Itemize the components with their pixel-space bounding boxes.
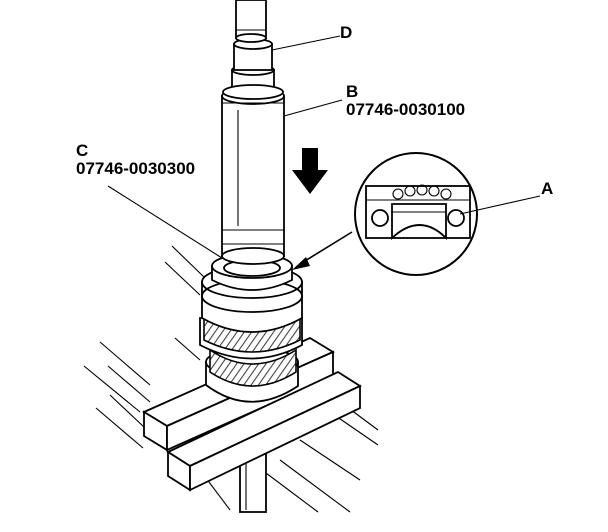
detail-pointer — [292, 231, 353, 270]
leader-d — [271, 35, 341, 51]
installer-tool-b — [221, 87, 285, 265]
label-a-letter: A — [541, 179, 553, 198]
support-block-front — [166, 370, 362, 492]
leader-c — [107, 185, 223, 259]
attachment-d — [233, 0, 273, 71]
leader-lines — [107, 35, 541, 259]
gear-assembly — [199, 253, 303, 403]
label-b-part-number: 07746-0030100 — [346, 100, 465, 119]
press-frame-left — [83, 245, 206, 449]
down-arrow-icon — [292, 148, 328, 194]
label-c-letter: C — [76, 141, 88, 160]
bearing-detail-callout — [354, 152, 478, 276]
leader-b — [283, 99, 343, 117]
leader-a — [459, 195, 541, 215]
label-b-letter: B — [346, 82, 358, 101]
label-c-part-number: 07746-0030300 — [76, 159, 195, 178]
bearing-cross-section — [365, 184, 471, 241]
label-d-letter: D — [340, 23, 352, 42]
